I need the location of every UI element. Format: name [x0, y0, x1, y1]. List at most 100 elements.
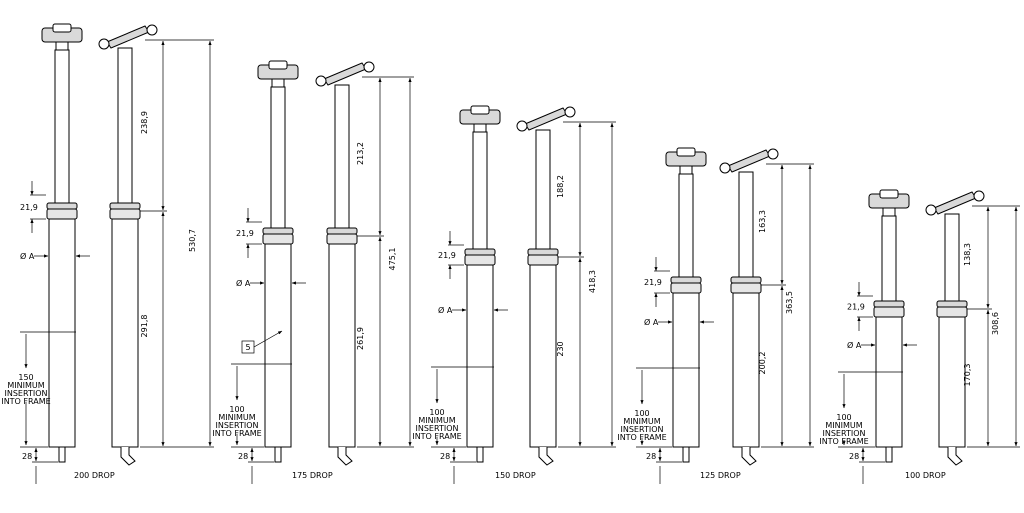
total-length-label: 475,1: [388, 248, 397, 271]
upper-stanchion: [54, 49, 70, 204]
rail-cap-left: [98, 38, 110, 50]
front-view-post: [868, 189, 910, 463]
front-view-post: [41, 23, 83, 463]
collar-body: [670, 282, 702, 294]
insertion-label-line-3: INSERTION: [823, 429, 866, 438]
lower-tube: [264, 243, 292, 448]
collar-top: [46, 202, 78, 210]
clamp-bolt-top: [879, 189, 899, 199]
upper-stanchion: [881, 215, 897, 302]
insertion-label-line-2: MINIMUM: [623, 417, 660, 426]
side-lower-tube: [111, 218, 139, 448]
stem-length-label: 28: [22, 452, 32, 461]
rail-cap-left: [719, 162, 731, 174]
clamp-bolt-top: [268, 60, 288, 70]
drop-label: 100 DROP: [905, 471, 946, 480]
collar-height-label: 21,9: [438, 251, 456, 260]
insertion-label-line-4: INTO FRAME: [1, 397, 50, 406]
side-upper-stanchion: [535, 129, 551, 250]
diameter-label: Ø A: [644, 317, 659, 327]
cable-stem: [682, 446, 690, 463]
cable-actuator: [947, 447, 963, 466]
rail-cap-right: [564, 106, 576, 118]
cable-actuator: [741, 447, 757, 466]
lower-length-label: 230: [556, 341, 565, 356]
cable-stem: [58, 446, 66, 463]
total-length-label: 418,3: [588, 270, 597, 293]
upper-stanchion: [270, 86, 286, 229]
upper-length-label: 188,2: [556, 175, 565, 198]
side-collar-body: [326, 233, 358, 245]
front-view-post: [665, 147, 707, 463]
insertion-label-line-3: INSERTION: [416, 424, 459, 433]
collar-height-label: 21,9: [644, 278, 662, 287]
insertion-label-line-2: MINIMUM: [218, 413, 255, 422]
side-collar-body: [527, 254, 559, 266]
rail-cap-right: [363, 61, 375, 73]
rail-cap-left: [925, 204, 937, 216]
saddle-rail-clamp: [106, 25, 150, 49]
callout-number: 5: [245, 343, 250, 352]
side-upper-stanchion: [334, 84, 350, 229]
lower-tube: [466, 264, 494, 448]
upper-length-label: 138,3: [963, 243, 972, 266]
side-view-post: [719, 148, 779, 466]
collar-top: [464, 248, 496, 256]
stem-length-label: 28: [238, 452, 248, 461]
lower-tube: [48, 218, 76, 448]
side-collar-top: [527, 248, 559, 256]
side-upper-stanchion: [117, 47, 133, 204]
rail-cap-right: [767, 148, 779, 160]
collar-body: [46, 208, 78, 220]
side-collar-top: [326, 227, 358, 235]
diameter-label: Ø A: [438, 305, 453, 315]
side-view-post: [98, 24, 158, 466]
lower-tube: [875, 316, 903, 448]
lower-length-label: 200,2: [758, 352, 767, 375]
saddle-rail-clamp: [933, 191, 977, 215]
total-length-label: 308,6: [991, 312, 1000, 335]
collar-body: [262, 233, 294, 245]
insertion-label-line-3: INSERTION: [5, 389, 48, 398]
insertion-label-line-1: 150: [18, 373, 33, 382]
insertion-label-line-2: MINIMUM: [418, 416, 455, 425]
stem-length-label: 28: [646, 452, 656, 461]
insertion-label-line-4: INTO FRAME: [819, 437, 868, 446]
total-length-label: 530,7: [188, 229, 197, 252]
clamp-bolt-base: [882, 207, 896, 217]
collar-top: [873, 300, 905, 308]
saddle-rail-clamp: [323, 62, 367, 86]
rail-cap-left: [315, 75, 327, 87]
cable-actuator: [120, 447, 136, 466]
insertion-label-line-4: INTO FRAME: [617, 433, 666, 442]
insertion-label-line-1: 100: [836, 413, 851, 422]
insertion-label-line-1: 100: [634, 409, 649, 418]
lower-length-label: 291,8: [140, 315, 149, 338]
rail-cap-right: [973, 190, 985, 202]
drop-label: 175 DROP: [292, 471, 333, 480]
clamp-bolt-top: [470, 105, 490, 115]
collar-height-label: 21,9: [236, 229, 254, 238]
insertion-label-line-3: INSERTION: [216, 421, 259, 430]
callout-leader: [253, 330, 283, 348]
collar-body: [464, 254, 496, 266]
cable-stem: [885, 446, 893, 463]
collar-height-label: 21,9: [847, 303, 865, 312]
total-length-label: 363,5: [785, 291, 794, 314]
insertion-label-line-2: MINIMUM: [7, 381, 44, 390]
side-collar-top: [936, 300, 968, 308]
clamp-bolt-base: [271, 78, 285, 88]
lower-length-label: 170,3: [963, 364, 972, 387]
stem-length-label: 28: [440, 452, 450, 461]
insertion-label-line-4: INTO FRAME: [412, 432, 461, 441]
side-lower-tube: [938, 316, 966, 448]
side-lower-tube: [732, 292, 760, 448]
insertion-label-line-1: 100: [229, 405, 244, 414]
collar-body: [873, 306, 905, 318]
clamp-bolt-top: [676, 147, 696, 157]
clamp-bolt-base: [473, 123, 487, 133]
